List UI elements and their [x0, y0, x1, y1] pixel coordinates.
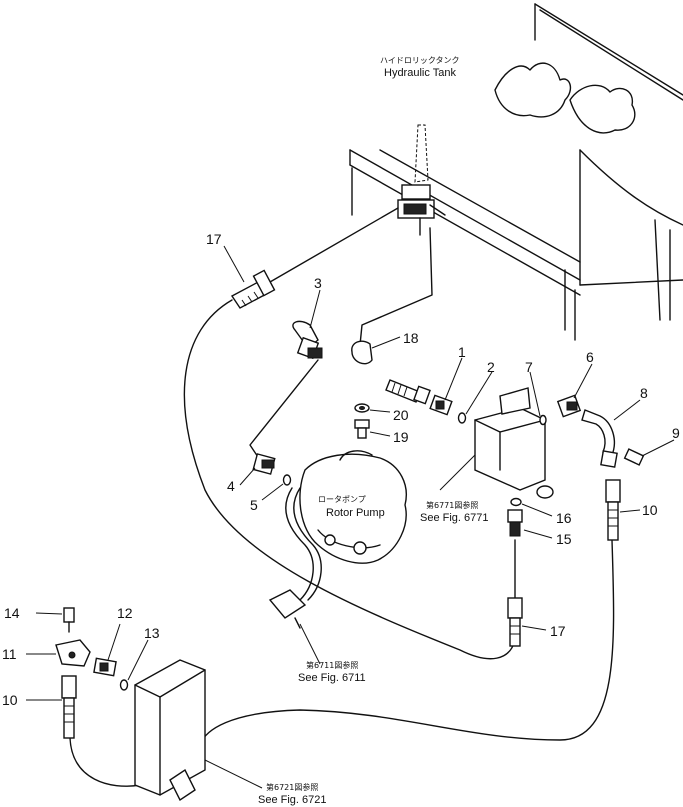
callout-20: 20	[393, 407, 409, 423]
callout-10-left: 10	[2, 692, 18, 708]
callout-1: 1	[458, 344, 466, 360]
pump-label-jp: ロータポンプ	[318, 495, 366, 504]
clamp-18	[351, 340, 373, 365]
hose-end-10-left	[61, 675, 77, 739]
ref-6711-en: See Fig. 6711	[298, 672, 366, 684]
callout-14: 14	[4, 605, 20, 621]
callout-6: 6	[586, 349, 594, 365]
callout-2: 2	[487, 359, 495, 375]
cap-14	[63, 607, 75, 633]
o-ring-2	[457, 412, 467, 424]
pump-connector	[268, 589, 307, 629]
ref-6711-jp: 第6711図参照	[306, 660, 358, 670]
callout-7: 7	[525, 359, 533, 375]
tank-label-en: Hydraulic Tank	[384, 67, 456, 79]
callout-19: 19	[393, 429, 409, 445]
hydraulic-tank	[349, 3, 683, 341]
hose-lines	[69, 207, 615, 787]
callout-12: 12	[117, 605, 133, 621]
hose-end-17-lower	[507, 597, 523, 647]
callout-17-upper: 17	[206, 231, 222, 247]
elbow-4	[252, 453, 276, 475]
bent-pipe-8	[581, 409, 618, 468]
callout-10-right: 10	[642, 502, 658, 518]
bolt-19	[354, 419, 370, 439]
hose-end-10-right	[605, 479, 621, 541]
connector-15	[507, 509, 523, 537]
tee-11	[55, 639, 91, 667]
elbow-3	[292, 320, 323, 360]
ref-6721-en: See Fig. 6721	[258, 794, 327, 806]
rotor-pump	[299, 450, 407, 564]
callout-17-lower: 17	[550, 623, 566, 639]
adapter-12	[93, 657, 117, 677]
valve-block	[474, 387, 554, 499]
adapter-1	[429, 394, 453, 416]
callout-16: 16	[556, 510, 572, 526]
control-box	[134, 659, 206, 802]
ref-6771-en: See Fig. 6771	[420, 512, 489, 524]
ref-6721-jp: 第6721図参照	[266, 782, 318, 792]
elbow-fitting-6	[556, 394, 582, 418]
plug-9	[623, 448, 645, 466]
text-labels: ハイドロリックタンク Hydraulic Tank ロータポンプ Rotor P…	[258, 56, 489, 806]
callout-18: 18	[403, 330, 419, 346]
callout-4: 4	[227, 478, 235, 494]
pump-label-en: Rotor Pump	[326, 507, 385, 519]
tank-label-jp: ハイドロリックタンク	[380, 56, 460, 65]
o-ring-5	[282, 474, 292, 486]
callout-13: 13	[144, 625, 160, 641]
callout-9: 9	[672, 425, 680, 441]
o-ring-13	[119, 679, 129, 691]
callout-8: 8	[640, 385, 648, 401]
ref-6771-jp: 第6771図参照	[426, 500, 478, 510]
o-ring-16	[510, 497, 522, 507]
callout-11: 11	[2, 646, 17, 662]
tank-outlet-fitting	[397, 124, 446, 236]
callout-5: 5	[250, 497, 258, 513]
callout-15: 15	[556, 531, 572, 547]
leader-lines	[26, 245, 675, 789]
callout-3: 3	[314, 275, 322, 291]
o-ring-7	[539, 414, 547, 426]
washer-20	[354, 403, 370, 413]
callout-numbers: 17 3 18 1 2 7 6 8 9 10 16 15 17 20 19 4 …	[2, 231, 680, 708]
hose-end-17-upper	[230, 269, 276, 309]
hose-segment	[385, 379, 431, 405]
